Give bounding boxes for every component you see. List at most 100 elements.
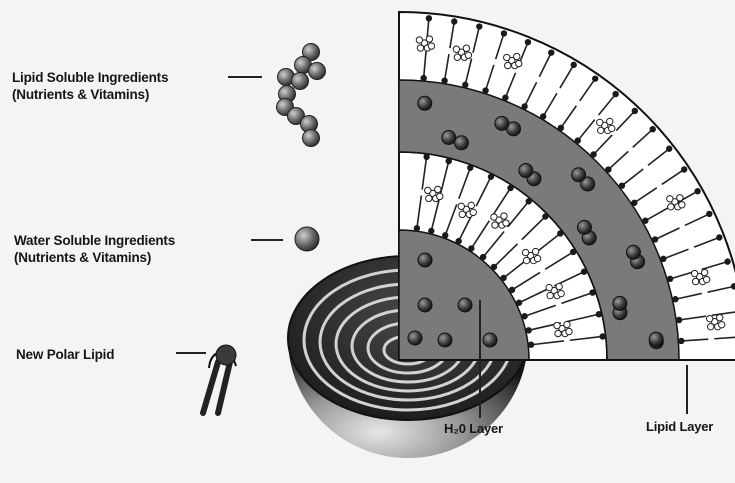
lipid-soluble-bead — [534, 255, 540, 261]
lipid-head — [619, 182, 625, 188]
water-soluble-dot — [458, 298, 472, 312]
lipid-head — [451, 18, 457, 24]
water-soluble-dot — [418, 298, 432, 312]
water-soluble-label-line1: Water Soluble Ingredients — [14, 232, 175, 249]
lipid-soluble-bead — [564, 321, 570, 327]
h2o-layer-label: H₂0 Layer — [444, 420, 503, 437]
lipid-soluble-bead — [522, 249, 528, 255]
lipid-soluble-bead — [458, 203, 464, 209]
lipid-soluble-bead — [470, 209, 476, 215]
lipid-head — [525, 39, 531, 45]
lipid-head — [676, 317, 682, 323]
lipid-head — [423, 154, 429, 160]
lipid-head — [491, 264, 497, 270]
lipid-soluble-bead — [701, 269, 707, 275]
lipid-head — [526, 198, 532, 204]
lipid-head — [558, 125, 564, 131]
water-soluble-dot — [572, 168, 586, 182]
new-polar-lipid-label: New Polar Lipid — [16, 346, 114, 363]
lipid-soluble-bead — [716, 314, 722, 320]
lipid-head — [528, 342, 534, 348]
lipid-soluble-bead — [718, 321, 724, 327]
lipid-head — [462, 82, 468, 88]
water-soluble-dot — [495, 116, 509, 130]
lipid-soluble-bead — [501, 213, 507, 219]
lipid-head — [446, 158, 452, 164]
water-soluble-dot — [483, 333, 497, 347]
lipid-head — [694, 188, 700, 194]
lipid-soluble-bead — [435, 186, 441, 192]
lipid-head — [548, 49, 554, 55]
lipid-soluble-bead — [465, 52, 471, 58]
lipid-soluble-bead — [459, 211, 465, 217]
lipid-soluble-bead — [667, 196, 673, 202]
lipid-soluble-bead — [554, 322, 560, 328]
lipid-soluble-label: Lipid Soluble Ingredients (Nutrients & V… — [12, 69, 168, 103]
lipid-head — [500, 275, 506, 281]
lipid-soluble-bead — [463, 45, 469, 51]
lipid-head — [642, 218, 648, 224]
lipid-soluble-bead — [437, 193, 443, 199]
lipid-soluble-bead — [679, 202, 685, 208]
lipid-soluble-bead — [514, 53, 520, 59]
lipid-soluble-bead — [692, 278, 698, 284]
lipid-soluble-bead — [546, 284, 552, 290]
lipid-head — [455, 238, 461, 244]
lipid-soluble-bead — [547, 292, 553, 298]
lipid-soluble-label-line1: Lipid Soluble Ingredients — [12, 69, 168, 86]
lipid-head — [632, 108, 638, 114]
lipid-soluble-bead — [706, 315, 712, 321]
lipid-soluble-bead — [555, 330, 561, 336]
lipid-head — [589, 289, 595, 295]
water-soluble-dot — [408, 331, 422, 345]
lipid-soluble-bead — [668, 204, 674, 210]
lipid-head — [599, 333, 605, 339]
lipid-soluble-bead — [416, 37, 422, 43]
lipid-head — [571, 62, 577, 68]
lipid-head — [716, 234, 722, 240]
lipid-head — [590, 151, 596, 157]
lipid-soluble-bead — [691, 270, 697, 276]
lipid-soluble-bead — [707, 323, 713, 329]
water-soluble-dot — [626, 245, 640, 259]
lipid-head — [667, 276, 673, 282]
lipid-head — [521, 313, 527, 319]
lipid-head — [596, 311, 602, 317]
lipid-head — [501, 30, 507, 36]
lipid-soluble-bead — [566, 328, 572, 334]
lipid-layer-text: Lipid Layer — [646, 418, 713, 435]
water-soluble-dot — [418, 96, 432, 110]
lipid-soluble-bead — [491, 214, 497, 220]
water-soluble-label-line2: (Nutrients & Vitamins) — [14, 249, 175, 266]
lipid-head — [542, 213, 548, 219]
water-soluble-dot — [613, 296, 627, 310]
new-polar-lipid-text: New Polar Lipid — [16, 346, 114, 363]
lipid-head — [660, 256, 666, 262]
lipid-soluble-bead — [428, 43, 434, 49]
water-soluble-dot — [418, 253, 432, 267]
lipid-head — [592, 75, 598, 81]
lipid-head — [706, 211, 712, 217]
lipid-soluble-bead — [607, 118, 613, 124]
lipid-head — [652, 236, 658, 242]
water-soluble-dot — [442, 130, 456, 144]
lipid-head — [420, 75, 426, 81]
lipid-soluble-bead — [558, 290, 564, 296]
lipid-head — [467, 165, 473, 171]
lipid-head — [509, 287, 515, 293]
polar-lipid-icon — [203, 345, 236, 413]
lipid-soluble-bead — [609, 125, 615, 131]
lipid-soluble-bead — [426, 36, 432, 42]
lipid-soluble-bead — [523, 257, 529, 263]
water-soluble-label: Water Soluble Ingredients (Nutrients & V… — [14, 232, 175, 266]
lipid-soluble-bead — [454, 54, 460, 60]
lipid-soluble-bead — [556, 283, 562, 289]
h2o-layer-text: H₂0 Layer — [444, 420, 503, 437]
lipid-head — [476, 23, 482, 29]
lipid-head — [426, 15, 432, 21]
lipid-soluble-bead — [417, 45, 423, 51]
lipid-soluble-bead — [703, 276, 709, 282]
water-soluble-dot — [438, 333, 452, 347]
lipid-soluble-bead — [504, 54, 510, 60]
lipid-head — [502, 95, 508, 101]
